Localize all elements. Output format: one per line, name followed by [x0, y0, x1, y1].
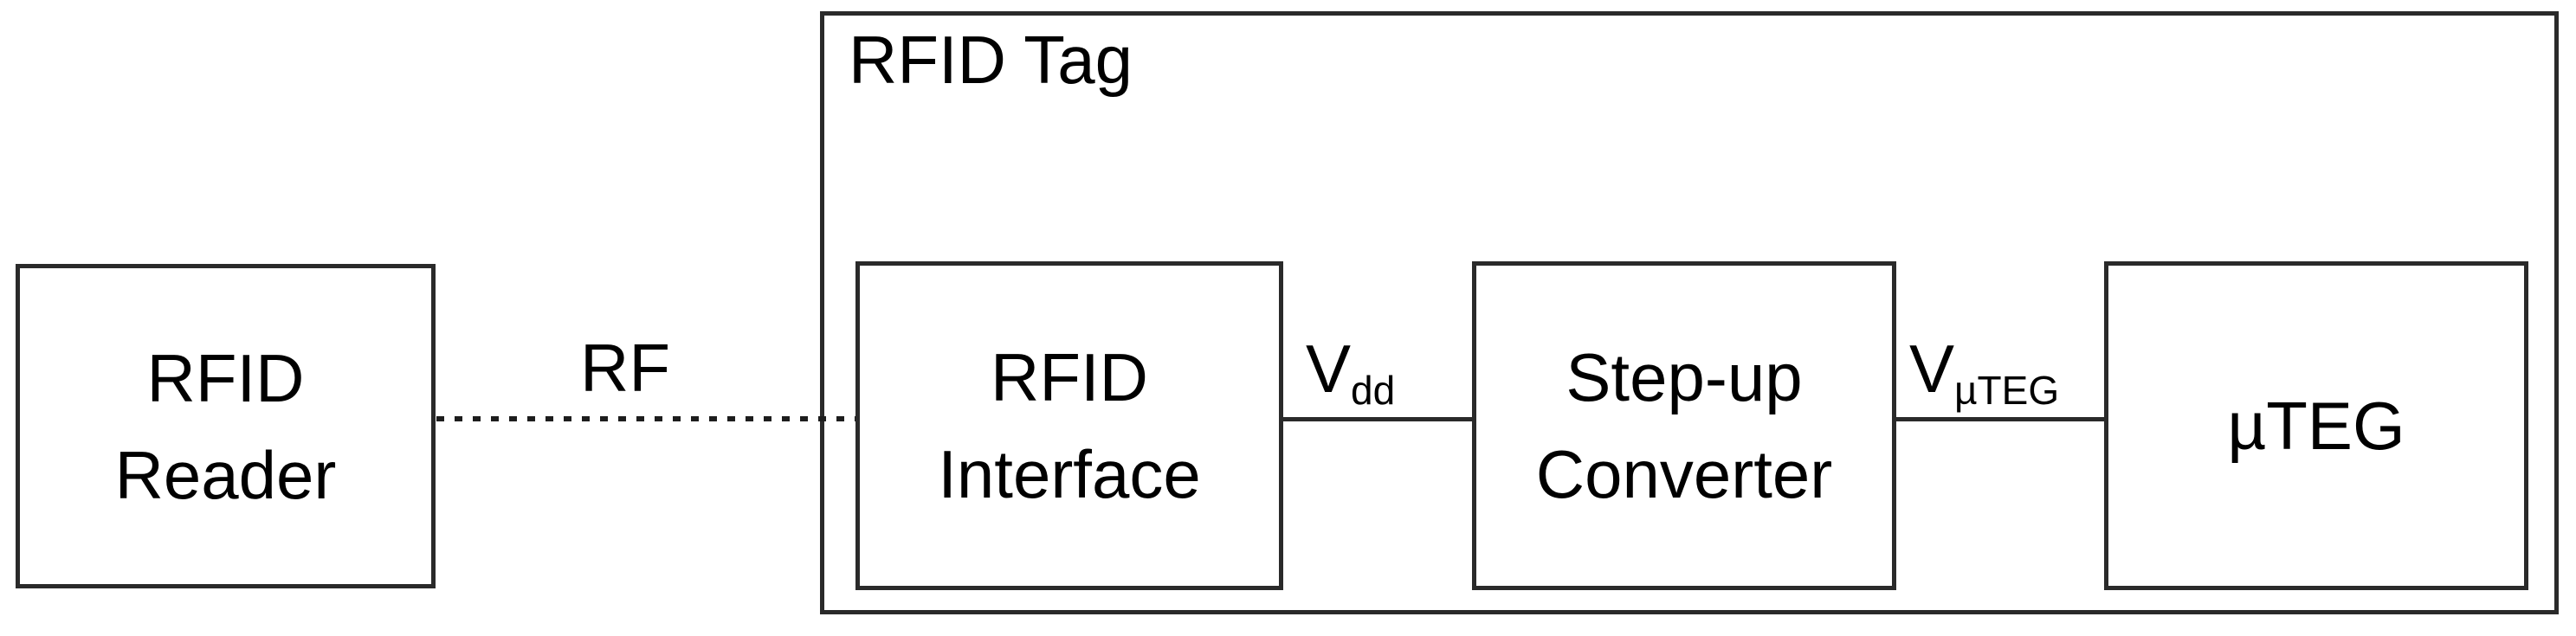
rfid-tag-title: RFID Tag — [849, 22, 1133, 98]
block-uteg: µTEG — [2104, 261, 2528, 590]
vuteg-label-base: V — [1909, 331, 1955, 407]
block-rfid-reader-line-1: RFID — [146, 339, 305, 416]
vdd-connector-line — [1281, 417, 1475, 421]
vuteg-link-label: VµTEG — [1909, 334, 2059, 413]
rf-dotted-connector — [436, 416, 857, 421]
block-rfid-interface-line-2: Interface — [938, 436, 1201, 512]
vuteg-label-subscript: µTEG — [1954, 368, 2060, 413]
vdd-link-label: Vdd — [1306, 334, 1395, 413]
rf-link-label: RF — [580, 330, 670, 406]
vdd-label-base: V — [1306, 331, 1352, 407]
block-step-up-converter-line-2: Converter — [1535, 436, 1833, 512]
block-rfid-interface-line-1: RFID — [991, 339, 1148, 415]
block-rfid-reader: RFID Reader — [16, 264, 436, 588]
rfid-tag-boundary — [820, 11, 2559, 614]
vuteg-connector-line — [1894, 417, 2107, 421]
vdd-label-subscript: dd — [1351, 368, 1396, 413]
block-rfid-reader-line-2: Reader — [114, 436, 337, 513]
block-rfid-interface: RFID Interface — [855, 261, 1283, 590]
block-step-up-converter-line-1: Step-up — [1566, 339, 1803, 415]
block-uteg-line-1: µTEG — [2227, 388, 2405, 464]
block-step-up-converter: Step-up Converter — [1472, 261, 1896, 590]
